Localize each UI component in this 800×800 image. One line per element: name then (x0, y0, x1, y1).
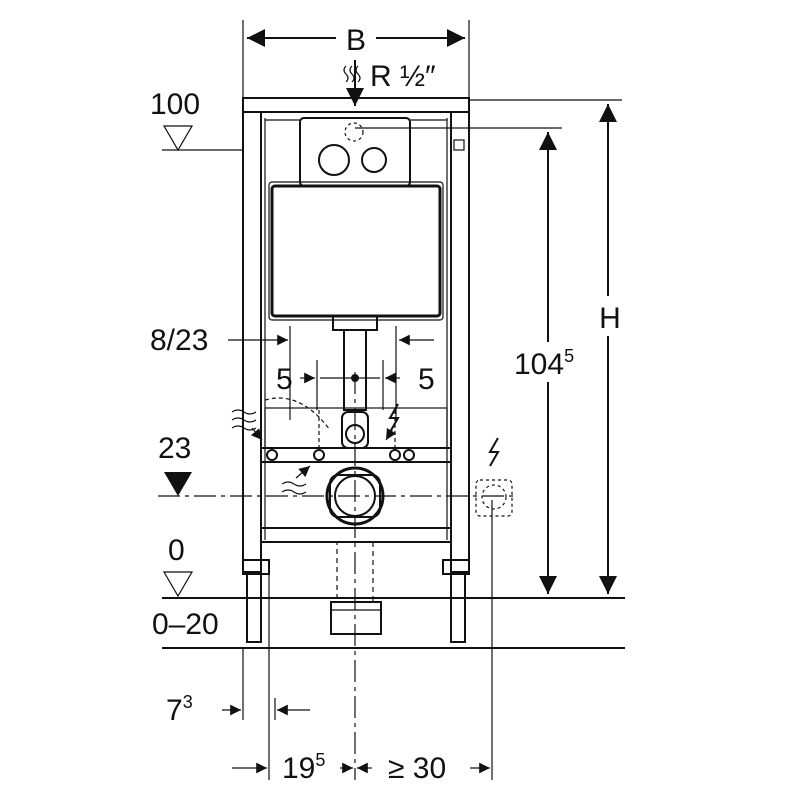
right-foot (450, 571, 466, 643)
flush-pipe (343, 329, 367, 411)
middle-crossbar (260, 447, 452, 463)
flush-button-small (361, 147, 387, 173)
drain-pipe (336, 541, 374, 603)
dimension-8-23: 8/23 (150, 324, 434, 420)
water-supply-icon (343, 65, 361, 83)
level-23-label: 23 (158, 432, 191, 465)
offset-left-label: 5 (276, 363, 293, 396)
supply-label: R ½″ (370, 60, 436, 93)
dimension-5-5: 5 5 (276, 360, 435, 410)
supply-connection: R ½″ (343, 60, 436, 106)
drain-socket (330, 601, 382, 635)
level-23: 23 (158, 432, 192, 496)
level-0: 0 0–20 (152, 534, 219, 641)
bottom-dimensions: 73 195 ≥ 30 (166, 500, 493, 785)
frame (242, 97, 470, 643)
width-label: B (346, 24, 366, 57)
level-0-label: 0 (168, 534, 185, 567)
height-104-label: 1045 (514, 346, 574, 381)
electric-icon (385, 403, 500, 467)
right-post (450, 111, 470, 573)
reference-lines (158, 99, 625, 780)
flush-button-large (318, 144, 350, 176)
dimension-104: 1045 (512, 132, 584, 594)
left-foot (246, 571, 262, 643)
spacing-8-23-label: 8/23 (150, 324, 208, 357)
wastewater-icon (231, 409, 311, 495)
dim-7-label: 73 (166, 692, 193, 727)
floor-range-label: 0–20 (152, 608, 219, 641)
level-23-marker (164, 472, 192, 496)
level-100: 100 (150, 88, 200, 152)
offset-right-label: 5 (418, 363, 435, 396)
dim-19-label: 195 (282, 750, 325, 785)
electric-box (475, 479, 513, 517)
lower-crossbar (260, 527, 452, 543)
left-post (242, 111, 262, 573)
height-label: H (599, 302, 621, 335)
level-100-label: 100 (150, 88, 200, 121)
dimension-h: H (592, 104, 626, 594)
cistern-body (270, 184, 442, 318)
dimension-b: B (242, 18, 470, 98)
dim-30-label: ≥ 30 (388, 752, 446, 785)
